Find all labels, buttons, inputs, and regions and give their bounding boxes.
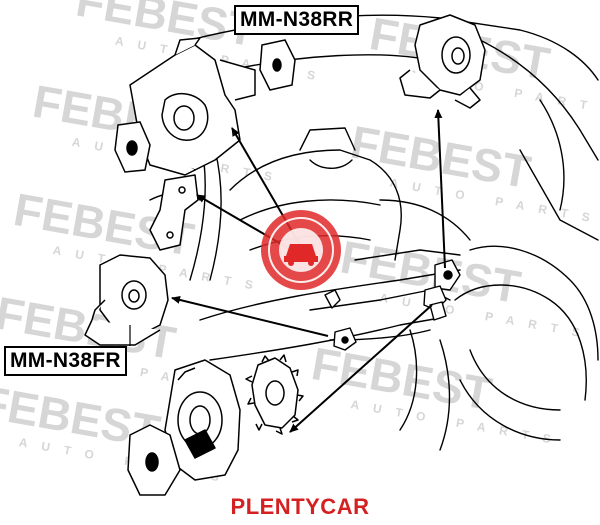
part-label-front-mount: MM-N38FR — [4, 346, 127, 376]
part-label-rear-mount: MM-N38RR — [234, 5, 360, 35]
arrow-rear-right — [434, 109, 446, 269]
rear-right-mount-part — [399, 14, 486, 109]
damper-wheel-part — [245, 354, 304, 435]
arrow-front-mount — [171, 296, 329, 337]
vehicle-body-outline — [149, 14, 599, 451]
installed-mount-parts — [324, 259, 461, 351]
lower-mount-part — [127, 359, 241, 496]
front-mount-part — [84, 254, 169, 346]
arrow-lower-mount — [289, 304, 433, 433]
rear-mount-bracket-part — [129, 37, 256, 176]
brand-caption: PLENTYCAR — [230, 494, 370, 519]
plentycar-emblem — [261, 210, 341, 290]
washer-parts — [114, 39, 296, 173]
side-bracket-part — [149, 174, 199, 251]
